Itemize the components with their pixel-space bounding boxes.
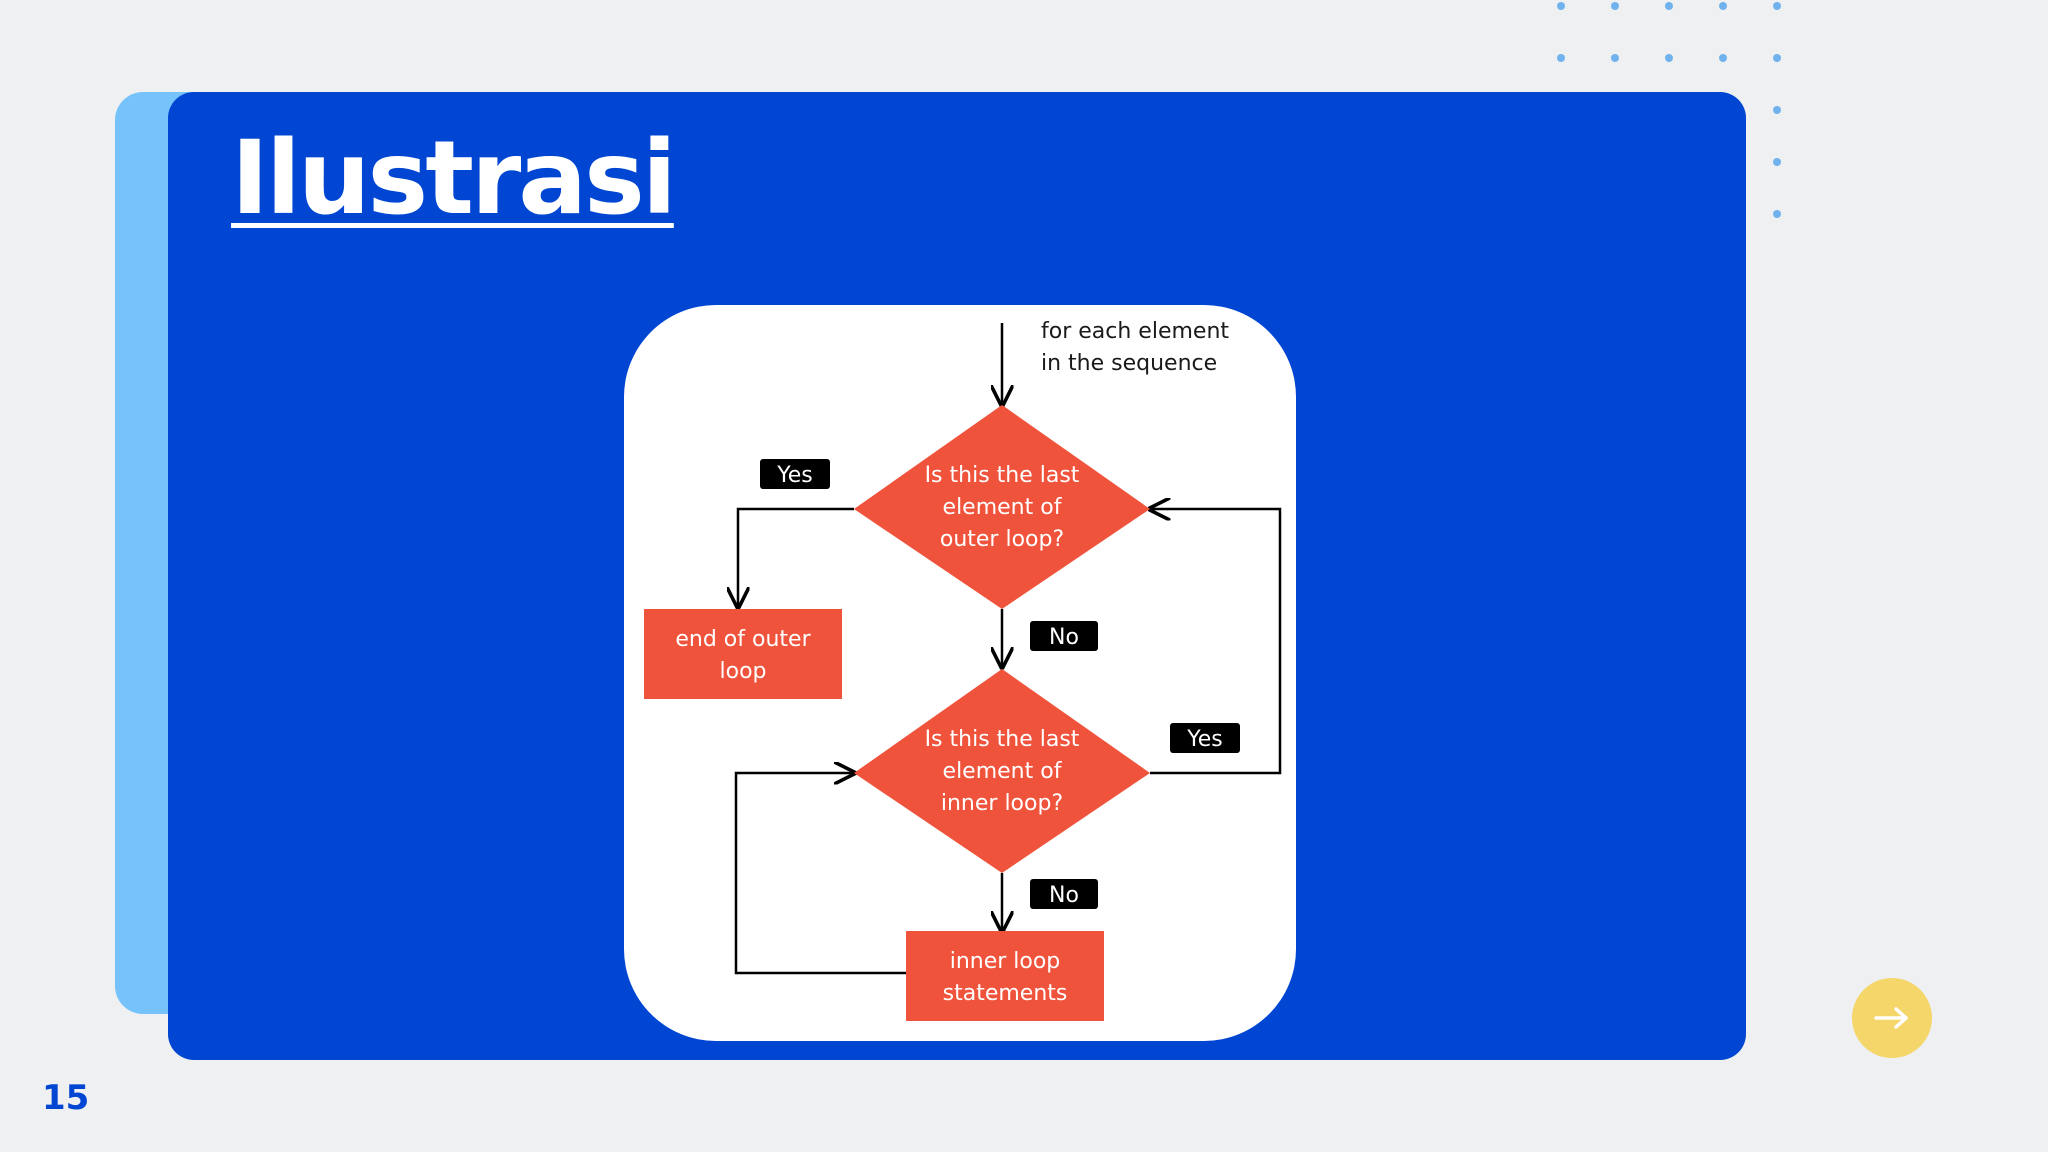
decorative-dot bbox=[1773, 2, 1781, 10]
process-inner-loop-statements bbox=[906, 931, 1104, 1021]
start-note-line-1: for each element bbox=[1041, 319, 1229, 344]
next-slide-button[interactable] bbox=[1852, 978, 1932, 1058]
process-end-outer-loop bbox=[644, 609, 842, 699]
label-no-outer: No bbox=[1049, 625, 1079, 650]
edge-inner-yes-to-outer bbox=[1150, 509, 1282, 775]
decision-inner-line-1: Is this the last bbox=[925, 727, 1080, 752]
label-yes-outer-bg bbox=[760, 459, 830, 489]
page-number: 15 bbox=[42, 1078, 90, 1118]
decorative-dot bbox=[1611, 2, 1619, 10]
slide-title: Ilustrasi bbox=[231, 119, 677, 238]
decorative-dot bbox=[1773, 106, 1781, 114]
label-yes-inner-bg bbox=[1170, 723, 1240, 753]
label-yes-inner: Yes bbox=[1186, 727, 1223, 752]
edge-statements-to-inner bbox=[734, 773, 906, 975]
end-outer-line-1: end of outer bbox=[675, 627, 811, 652]
start-note-line-2: in the sequence bbox=[1041, 351, 1217, 376]
label-no-inner: No bbox=[1049, 883, 1079, 908]
label-yes-outer: Yes bbox=[776, 463, 813, 488]
end-outer-line-2: loop bbox=[720, 659, 767, 684]
edge-outer-yes-to-end bbox=[738, 507, 854, 607]
decorative-dot bbox=[1773, 54, 1781, 62]
label-no-outer-bg bbox=[1030, 621, 1098, 651]
decision-outer-line-3: outer loop? bbox=[940, 527, 1064, 552]
decorative-dot bbox=[1773, 210, 1781, 218]
decorative-dot bbox=[1773, 158, 1781, 166]
flowchart: for each element in the sequence Is this… bbox=[644, 319, 1282, 1021]
decision-outer-line-2: element of bbox=[943, 495, 1063, 520]
statements-line-2: statements bbox=[943, 981, 1068, 1006]
statements-line-1: inner loop bbox=[950, 949, 1061, 974]
decision-inner-loop bbox=[854, 669, 1150, 873]
arrow-right-icon bbox=[1874, 1007, 1908, 1029]
decision-inner-line-3: inner loop? bbox=[941, 791, 1063, 816]
decorative-dot bbox=[1719, 2, 1727, 10]
flowchart-panel: for each element in the sequence Is this… bbox=[624, 305, 1296, 1041]
decorative-dot bbox=[1557, 54, 1565, 62]
decorative-dot bbox=[1665, 54, 1673, 62]
decorative-dot bbox=[1611, 54, 1619, 62]
decision-outer-line-1: Is this the last bbox=[925, 463, 1080, 488]
decorative-dot bbox=[1665, 2, 1673, 10]
decorative-dot bbox=[1557, 2, 1565, 10]
decorative-dot bbox=[1719, 54, 1727, 62]
decision-inner-line-2: element of bbox=[943, 759, 1063, 784]
label-no-inner-bg bbox=[1030, 879, 1098, 909]
decision-outer-loop bbox=[854, 405, 1150, 609]
